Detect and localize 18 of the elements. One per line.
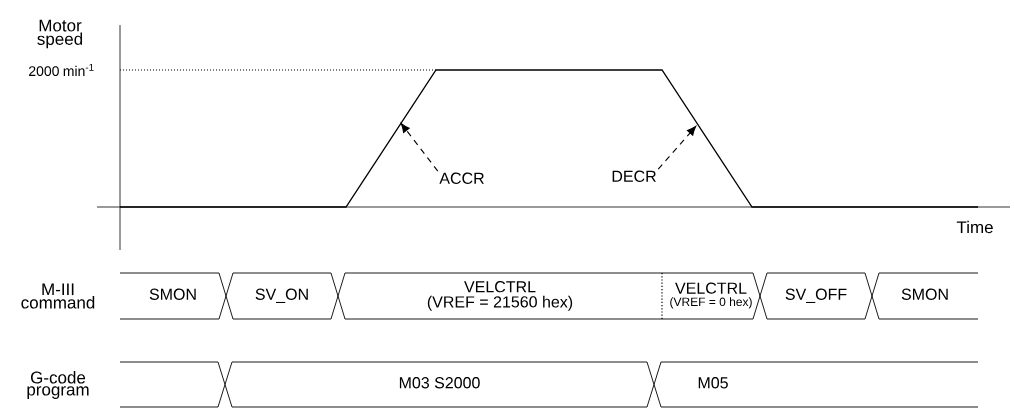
axis-label: Time [956, 220, 993, 234]
axis-label: M-III command [21, 283, 95, 309]
leader-arrow [400, 123, 439, 172]
signal-segment: M05 [653, 361, 979, 408]
callout-text: DECR [612, 170, 656, 182]
signal-segment: SV_ON [225, 272, 339, 320]
signal-segment: SV_OFF [759, 272, 873, 320]
signal-segment: SMON [871, 272, 979, 320]
leader-arrow [657, 126, 697, 170]
signal-segment [119, 361, 226, 408]
axis-label: Motor speed [37, 19, 83, 49]
signal-segment: VELCTRL (VREF = 0 hex) [661, 272, 761, 320]
signal-segment: M03 S2000 [224, 361, 655, 408]
axis-label: 2000 min$^{-1}$ [29, 63, 94, 77]
signal-segment: SMON [119, 272, 227, 320]
axis-label: G-code program [27, 371, 89, 399]
signal-segment: VELCTRL (VREF = 21560 hex) [337, 272, 663, 320]
callout-text: ACCR [439, 172, 484, 184]
